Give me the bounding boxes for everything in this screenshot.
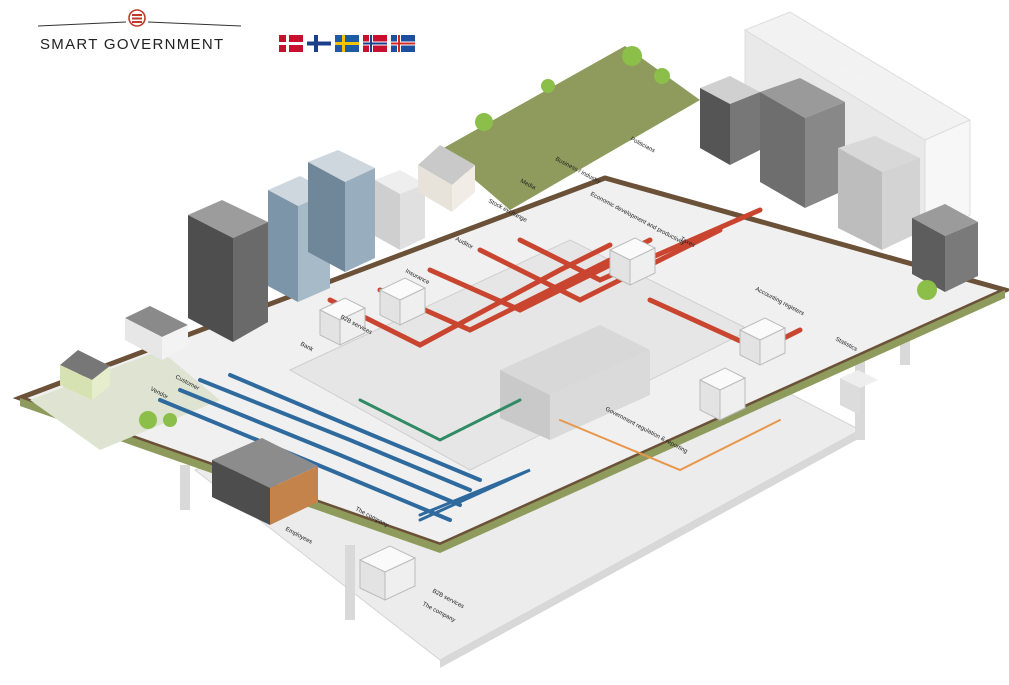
- server-rack: [318, 297, 367, 346]
- stock-exchange-building: [418, 145, 475, 212]
- server-rack: [738, 317, 787, 366]
- language-flags: [279, 35, 415, 52]
- flag-iceland-icon[interactable]: [391, 35, 415, 52]
- brand-title: SMART GOVERNMENT: [40, 36, 225, 53]
- grey-office-block: [838, 136, 920, 250]
- service-hall: [288, 239, 752, 471]
- flag-finland-icon[interactable]: [307, 35, 331, 52]
- server-rack: [698, 367, 747, 421]
- trees: [139, 46, 937, 429]
- tree-icon: [163, 413, 177, 427]
- server-rack: [358, 545, 417, 601]
- tree-icon: [541, 79, 555, 93]
- government-emblem-icon: [128, 9, 146, 27]
- flag-sweden-icon[interactable]: [335, 35, 359, 52]
- tree-icon: [139, 411, 157, 429]
- label-politicians: Politicians: [629, 136, 656, 154]
- server-rack: [608, 237, 657, 286]
- logo-emblem: [37, 9, 242, 27]
- tree-icon: [475, 113, 493, 131]
- statistics-building: [840, 370, 878, 415]
- dark-office-tower: [760, 78, 845, 208]
- dark-tower-left: [188, 200, 268, 342]
- glass-tower-2: [308, 150, 375, 272]
- flag-norway-icon[interactable]: [363, 35, 387, 52]
- server-racks: [318, 237, 787, 601]
- tree-icon: [917, 280, 937, 300]
- small-garage: [125, 306, 188, 360]
- white-office: [375, 170, 425, 250]
- flag-denmark-icon[interactable]: [279, 35, 303, 52]
- dark-grey-block: [912, 204, 978, 292]
- server-rack: [378, 277, 427, 326]
- office-tower: [700, 76, 760, 165]
- company-building: [212, 438, 318, 525]
- house-left: [60, 350, 110, 400]
- tree-icon: [622, 46, 642, 66]
- tree-icon: [654, 68, 670, 84]
- buildings: [60, 11, 978, 525]
